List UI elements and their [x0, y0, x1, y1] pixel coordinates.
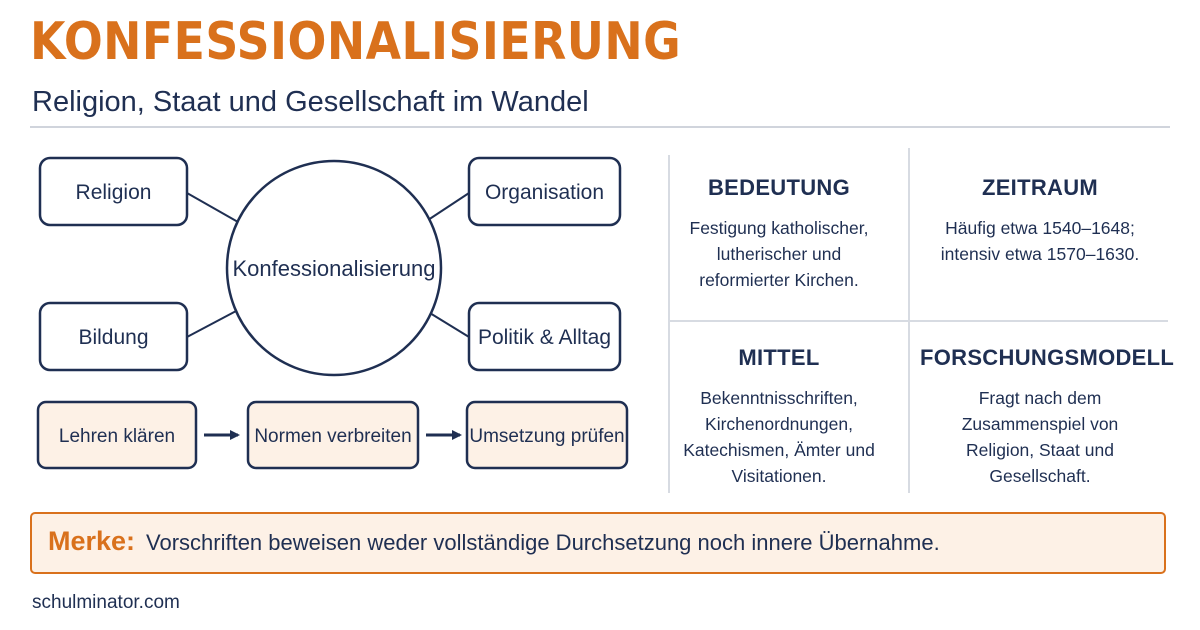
page-title: KONFESSIONALISIERUNG — [30, 12, 682, 72]
info-zeitraum-text: Häufig etwa 1540–1648; intensiv etwa 157… — [940, 218, 1140, 264]
info-mittel: MITTEL Bekenntnisschriften, Kirchenordnu… — [664, 345, 894, 489]
node-bildung — [38, 301, 189, 372]
merke-text: Vorschriften beweisen weder vollständige… — [146, 530, 940, 555]
step-umsetzung-pruefen — [465, 400, 629, 470]
step-normen-verbreiten — [246, 400, 420, 470]
step-normen-verbreiten-label: Normen verbreiten — [254, 426, 411, 447]
center-node — [225, 159, 443, 377]
step-lehren-klaeren-label: Lehren klären — [59, 426, 175, 447]
merke-label: Merke: — [48, 526, 136, 556]
grid-divider-left — [668, 155, 670, 493]
info-zeitraum: ZEITRAUM Häufig etwa 1540–1648; intensiv… — [920, 175, 1160, 267]
connector-religion — [186, 192, 239, 223]
merke-callout: Merke: Vorschriften beweisen weder volls… — [30, 512, 1166, 574]
info-forschungsmodell: FORSCHUNGSMODELL Fragt nach dem Zusammen… — [920, 345, 1175, 489]
node-politik-alltag-label: Politik & Alltag — [478, 326, 611, 349]
connector-politik — [424, 309, 470, 338]
node-bildung-label: Bildung — [78, 326, 148, 349]
info-bedeutung-heading: BEDEUTUNG — [707, 175, 851, 200]
info-mittel-text: Bekenntnisschriften, Kirchenordnungen, K… — [683, 388, 875, 486]
node-religion — [38, 156, 189, 227]
step-umsetzung-pruefen-label: Umsetzung prüfen — [469, 426, 624, 447]
node-organisation — [467, 156, 622, 227]
info-mittel-heading: MITTEL — [738, 345, 820, 370]
connector-organisation — [424, 192, 470, 223]
grid-divider-horizontal — [670, 320, 1168, 322]
info-bedeutung-text: Festigung katholischer, lutherischer und… — [689, 218, 869, 290]
info-forschungsmodell-text: Fragt nach dem Zusammenspiel von Religio… — [961, 388, 1119, 486]
step-lehren-klaeren — [36, 400, 198, 470]
info-zeitraum-heading: ZEITRAUM — [981, 175, 1099, 200]
info-forschungsmodell-heading: FORSCHUNGSMODELL — [920, 345, 1175, 370]
info-bedeutung: BEDEUTUNG Festigung katholischer, luther… — [664, 175, 894, 293]
node-religion-label: Religion — [76, 181, 152, 204]
connector-bildung — [186, 309, 239, 338]
center-node-label: Konfessionalisierung — [232, 256, 435, 281]
page-subtitle: Religion, Staat und Gesellschaft im Wand… — [32, 86, 589, 118]
header-divider — [30, 126, 1170, 128]
node-politik-alltag — [467, 301, 622, 372]
footer-site: schulminator.com — [32, 592, 180, 613]
node-organisation-label: Organisation — [485, 181, 604, 204]
